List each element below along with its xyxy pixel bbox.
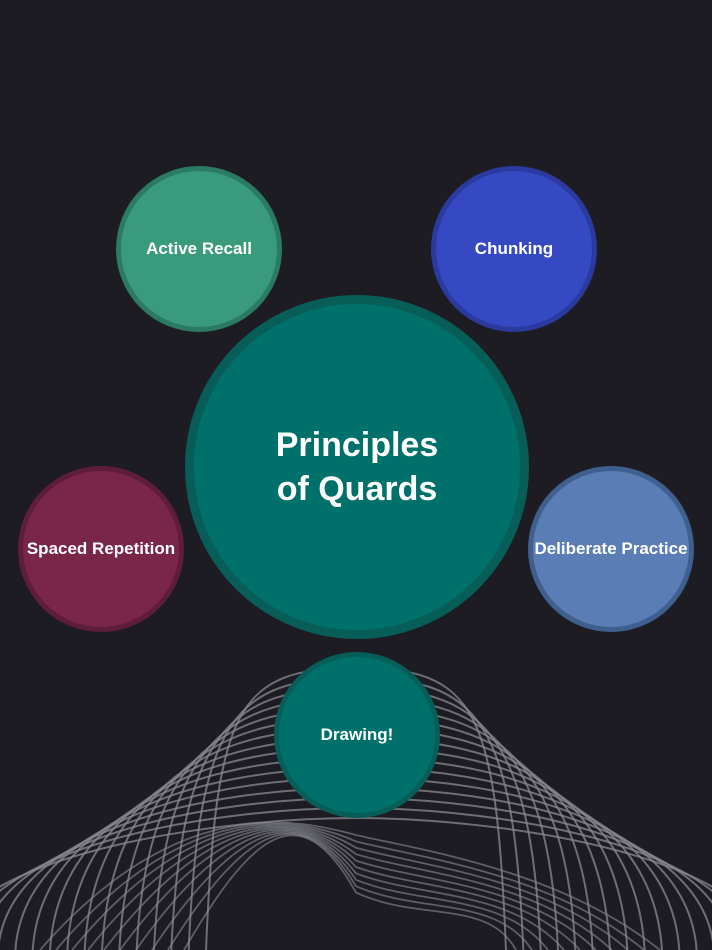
decorative-strand [183, 834, 517, 950]
decorative-curve [0, 816, 712, 888]
decorative-strand [87, 825, 613, 950]
node-chunking[interactable]: Chunking [431, 166, 597, 332]
decorative-strand [55, 823, 645, 950]
node-drawing-label: Drawing! [320, 725, 394, 744]
decorative-strand [151, 831, 549, 950]
node-drawing[interactable]: Drawing! [274, 652, 440, 818]
node-active-recall[interactable]: Active Recall [116, 166, 282, 332]
node-deliberate-practice[interactable]: Deliberate Practice [528, 466, 694, 632]
node-chunking-label: Chunking [474, 239, 554, 258]
decorative-strand [119, 828, 581, 950]
node-spaced-repetition-label: Spaced Repetition [26, 539, 176, 558]
decorative-strand [39, 821, 661, 950]
decorative-strand [135, 830, 565, 950]
center-node[interactable]: Principles of Quards [185, 295, 529, 639]
decorative-strand [103, 827, 597, 950]
node-spaced-repetition[interactable]: Spaced Repetition [18, 466, 184, 632]
decorative-strand [167, 833, 533, 950]
node-deliberate-practice-label: Deliberate Practice [534, 539, 688, 558]
node-active-recall-label: Active Recall [146, 239, 252, 258]
decorative-strand [71, 824, 629, 950]
center-node-label: Principles of Quards [275, 426, 439, 508]
